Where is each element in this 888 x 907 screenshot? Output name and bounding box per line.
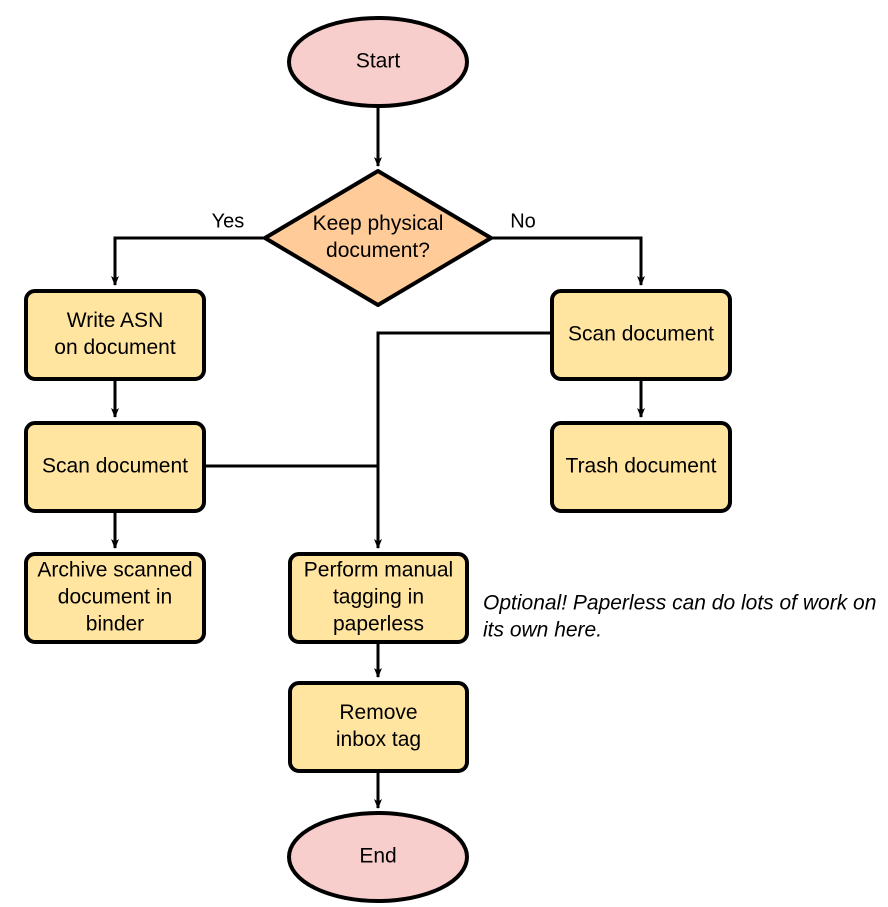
annotation-optional-line: its own here. <box>483 619 602 642</box>
node-label-manual-tagging: tagging in <box>333 586 424 609</box>
node-label-remove-inbox-tag: Remove <box>339 701 417 724</box>
node-label-archive-binder: Archive scanned <box>37 559 192 582</box>
decision-diamond <box>263 169 493 307</box>
edge-scan-right-to-manual-tagging <box>374 331 552 549</box>
process-rect <box>550 421 732 513</box>
node-label-decision-keep-physical: document? <box>326 239 430 262</box>
node-label-end: End <box>359 845 396 868</box>
node-archive-binder[interactable]: Archive scanned document in binder <box>24 552 206 644</box>
node-label-decision-keep-physical: Keep physical <box>313 212 444 235</box>
edge-decision-no-to-scan-right-line <box>491 236 645 286</box>
annotation-optional: Optional! Paperless can do lots of work … <box>483 592 876 642</box>
process-rect <box>288 552 469 644</box>
process-rect <box>288 681 469 773</box>
edge-decision-no-to-scan-right-label: No <box>510 210 536 232</box>
node-label-manual-tagging: paperless <box>333 613 424 636</box>
annotation-optional-line: Optional! Paperless can do lots of work … <box>483 592 876 615</box>
node-manual-tagging[interactable]: Perform manual tagging in paperless <box>288 552 469 644</box>
node-start[interactable]: Start <box>287 16 469 108</box>
node-scan-document-left[interactable]: Scan document <box>24 421 206 513</box>
edge-decision-no-to-scan-right: No <box>491 210 645 286</box>
process-rect <box>24 421 206 513</box>
node-label-write-asn: on document <box>54 336 176 359</box>
edge-decision-yes-to-write-asn-label: Yes <box>212 210 245 232</box>
node-label-write-asn: Write ASN <box>67 309 163 332</box>
node-trash-document[interactable]: Trash document <box>550 421 732 513</box>
node-end[interactable]: End <box>287 811 469 903</box>
node-scan-document-right[interactable]: Scan document <box>550 289 732 381</box>
process-rect <box>24 289 206 381</box>
node-label-archive-binder: document in <box>58 586 172 609</box>
edge-decision-yes-to-write-asn: Yes <box>111 210 265 286</box>
node-label-start: Start <box>356 50 401 73</box>
terminator-ellipse <box>287 16 469 108</box>
annotations-layer: Optional! Paperless can do lots of work … <box>483 592 876 642</box>
node-label-trash-document: Trash document <box>566 455 717 478</box>
node-remove-inbox-tag[interactable]: Remove inbox tag <box>288 681 469 773</box>
process-rect <box>550 289 732 381</box>
node-label-remove-inbox-tag: inbox tag <box>336 728 421 751</box>
node-label-scan-document-right: Scan document <box>568 323 714 346</box>
node-label-scan-document-left: Scan document <box>42 455 188 478</box>
node-label-manual-tagging: Perform manual <box>304 559 453 582</box>
terminator-ellipse <box>287 811 469 903</box>
node-decision-keep-physical[interactable]: Keep physical document? <box>263 169 493 307</box>
edge-decision-yes-to-write-asn-line <box>111 236 265 286</box>
node-label-archive-binder: binder <box>86 613 144 636</box>
node-write-asn[interactable]: Write ASN on document <box>24 289 206 381</box>
edge-scan-right-to-manual-tagging-line <box>374 331 552 549</box>
edges-layer: Yes No <box>111 106 645 809</box>
process-rect <box>24 552 206 644</box>
